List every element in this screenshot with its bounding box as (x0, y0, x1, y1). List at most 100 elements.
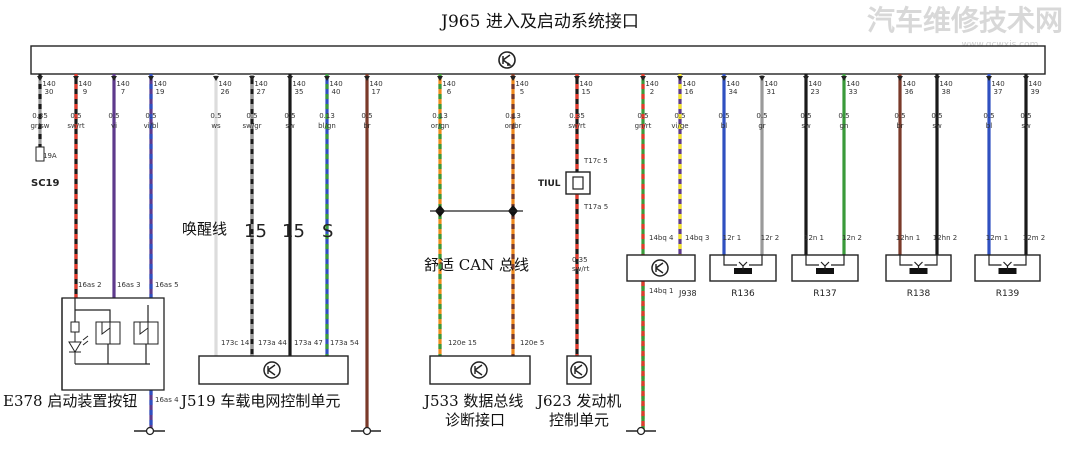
pin-connector: 140 (939, 80, 952, 88)
tiul-gauge: 0.35 (572, 256, 588, 264)
pin-number: 36 (905, 88, 914, 96)
pin-arrow-icon (897, 76, 903, 81)
antenna-pin-1: 12hn 1 (896, 234, 920, 242)
j519-pin-4: 173a 54 (330, 339, 359, 347)
pin-number: 34 (729, 88, 738, 96)
pin-number: 19 (156, 88, 165, 96)
pin-connector: 140 (329, 80, 342, 88)
wire-color: gn (840, 122, 849, 130)
j533-unit-icon (470, 361, 488, 379)
pin-arrow-icon (37, 76, 43, 81)
sc19-pin: 19A (43, 152, 57, 160)
pin-connector: 140 (442, 80, 455, 88)
wire-color: gr/sw (30, 122, 49, 130)
wire-gauge: 0.5 (718, 112, 729, 120)
antenna-icon (820, 261, 830, 270)
wire-gauge: 0.5 (838, 112, 849, 120)
wire-gauge: 0.5 (894, 112, 905, 120)
antenna-label: R136 (731, 289, 755, 299)
j938-pin-1: 14bq 4 (649, 234, 674, 242)
tiul-top-pin: T17c 5 (583, 157, 608, 165)
wire-color: gr (758, 122, 765, 130)
j519-pin-1: 173c 14 (221, 339, 250, 347)
wire-color: or/br (505, 122, 522, 130)
pin-arrow-icon (437, 76, 443, 81)
pin-arrow-icon (640, 76, 646, 81)
pin-arrow-icon (841, 76, 847, 81)
antenna-r139 (974, 254, 1041, 282)
j533-pin-1: 120e 15 (448, 339, 477, 347)
e378-start-button (61, 297, 165, 391)
wire-color: vi (111, 122, 117, 130)
antenna-label: R138 (907, 289, 931, 299)
tiul-connector-core (572, 176, 584, 190)
wire-gauge: 0.5 (108, 112, 119, 120)
wire-color: sw (1021, 122, 1031, 130)
pin-connector: 140 (254, 80, 267, 88)
j938-pin-bottom: 14bq 1 (649, 287, 673, 295)
pin-number: 37 (994, 88, 1003, 96)
wire-gauge: 0.5 (756, 112, 767, 120)
wire-color: sw/rt (67, 122, 85, 130)
pin-connector: 140 (116, 80, 129, 88)
j533-label-1: J533 数据总线 (422, 392, 523, 410)
pin-number: 30 (45, 88, 54, 96)
pin-arrow-icon (73, 76, 79, 81)
wire-color: vi/ge (671, 122, 688, 130)
wire-color: vi/bl (144, 122, 159, 130)
e378-label: E378 启动装置按钮 (3, 392, 137, 410)
terminal-15-a: 15 (244, 221, 267, 242)
wire-color: or/gn (431, 122, 449, 130)
wire-color: bl (986, 122, 992, 130)
ground-symbols (134, 426, 656, 436)
pin-connector: 140 (726, 80, 739, 88)
watermark: 汽车维修技术网 (867, 4, 1063, 37)
pin-arrow-icon (287, 76, 293, 81)
led-icon (68, 310, 89, 364)
tiul-label: TIUL (538, 179, 561, 189)
wire-color: sw (801, 122, 811, 130)
j519-label: J519 车载电网控制单元 (179, 392, 340, 410)
control-unit-icon (498, 51, 516, 69)
wire-gauge: 0.13 (505, 112, 521, 120)
j519-pin-3: 173a 47 (294, 339, 323, 347)
wire-gauge: 0.5 (70, 112, 81, 120)
wire-gauge: 0.5 (637, 112, 648, 120)
wire-color: ws (211, 122, 221, 130)
diagram-title: J965 进入及启动系统接口 (439, 12, 639, 32)
pin-number: 27 (257, 88, 266, 96)
pin-connector: 140 (78, 80, 91, 88)
antenna-pin-2: 12r 2 (761, 234, 779, 242)
wake-line-label: 唤醒线 (182, 220, 227, 238)
antenna-icon (1003, 261, 1012, 270)
pin-number: 9 (83, 88, 87, 96)
j533-pin-2: 120e 5 (520, 339, 544, 347)
antenna-r137 (791, 254, 859, 282)
pin-arrow-icon (213, 76, 219, 81)
sc19-label: SC19 (31, 178, 59, 189)
switch-icon-2 (133, 321, 159, 345)
antenna-pin-1: 12n 1 (804, 234, 824, 242)
pin-number: 26 (221, 88, 230, 96)
pin-arrow-icon (510, 76, 516, 81)
pin-connector: 140 (991, 80, 1004, 88)
terminal-15-b: 15 (282, 221, 305, 242)
wire-color: sw (285, 122, 295, 130)
wire-gauge: 0.5 (674, 112, 685, 120)
wire-color: sw/gr (242, 122, 261, 130)
antenna-label: R139 (996, 289, 1020, 299)
wire-color: gn/rt (635, 122, 652, 130)
pin-connector: 140 (645, 80, 658, 88)
pin-connector: 140 (808, 80, 821, 88)
pin-arrow-icon (677, 76, 683, 81)
wire-group (35, 74, 1028, 431)
pin-number: 23 (811, 88, 820, 96)
wire-gauge: 0.5 (284, 112, 295, 120)
wire-gauge: 0.35 (32, 112, 48, 120)
antenna-r138 (885, 254, 952, 282)
j533-label-2: 诊断接口 (445, 411, 505, 429)
antenna-r136 (709, 254, 777, 282)
switch-icon-1 (95, 321, 121, 345)
fuse-icon (35, 146, 45, 162)
